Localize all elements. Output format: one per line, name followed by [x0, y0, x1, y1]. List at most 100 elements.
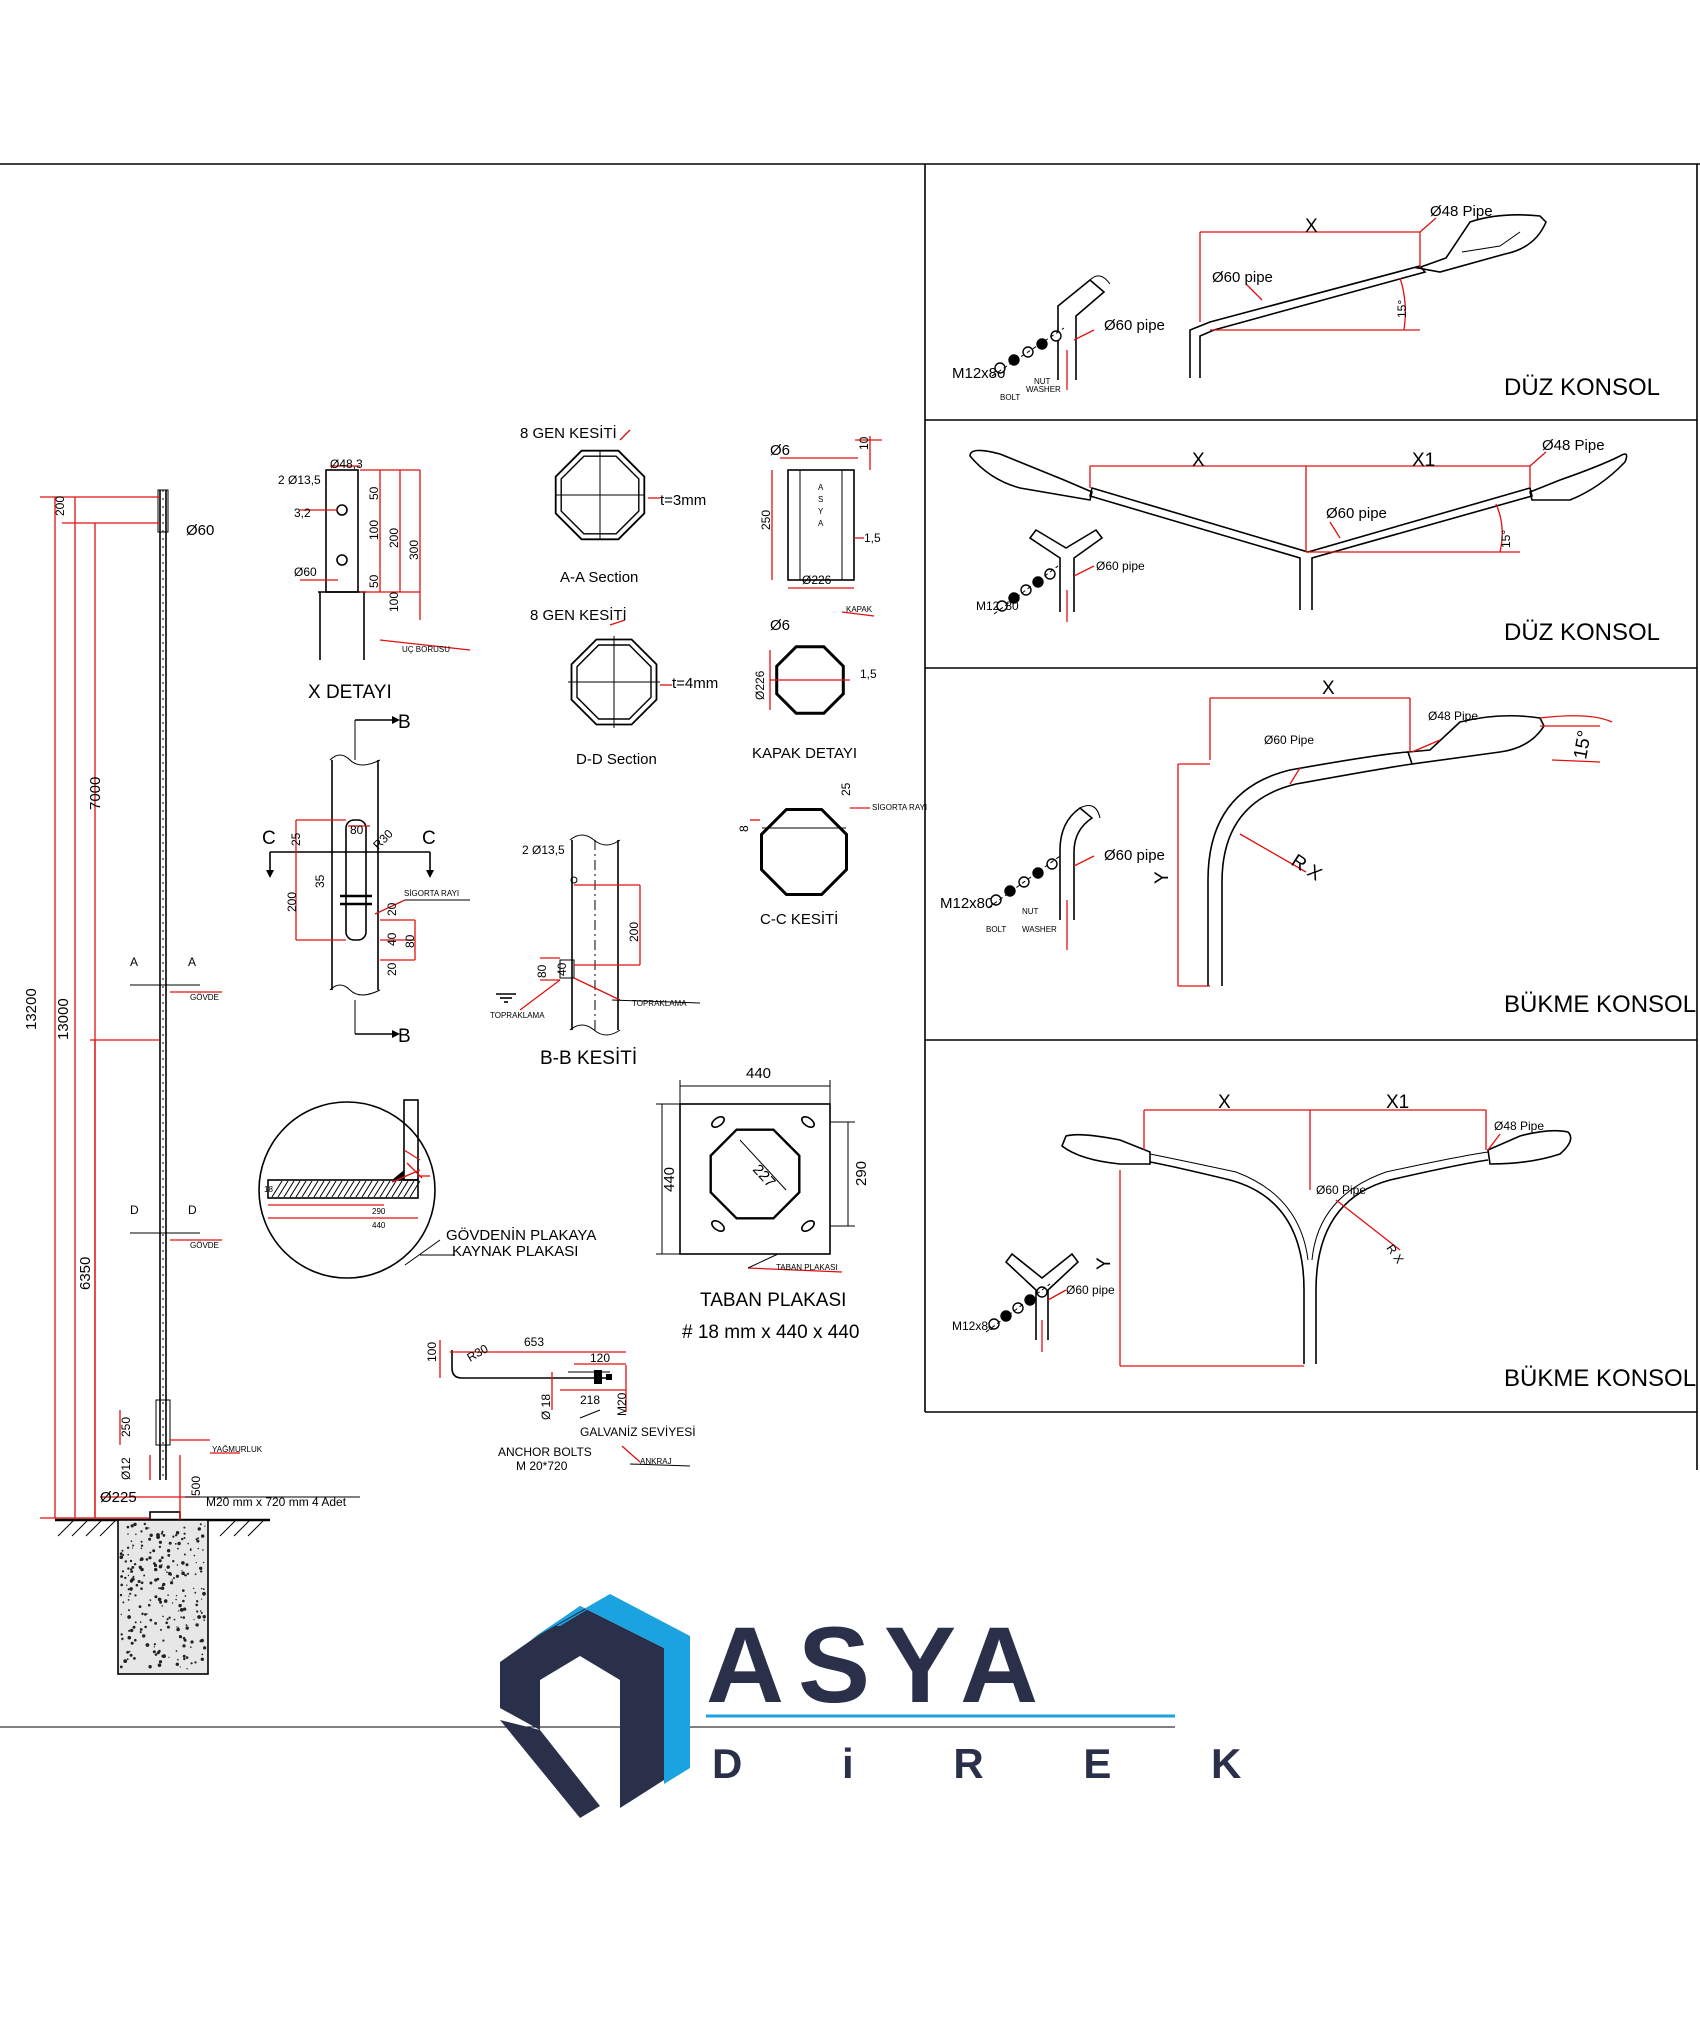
octagon-a-caption: A-A Section [560, 569, 638, 586]
dim-13000: 13000 [55, 998, 72, 1040]
weld-detail [258, 1099, 455, 1279]
p2-pipe-60: Ø60 pipe [1326, 505, 1387, 522]
dim-200: 200 [53, 496, 67, 516]
cap-dim-1-5: 1,5 [864, 531, 881, 545]
anchor-dim-120: 120 [590, 1351, 610, 1365]
cap-stamp-4: A [818, 519, 824, 528]
logo-subword: D i R E K [712, 1740, 1285, 1787]
door-dim-20b: 20 [385, 962, 399, 976]
base-width-440: 440 [746, 1065, 771, 1082]
pole-elevation [40, 489, 360, 1675]
p4-dim-x: X [1218, 1092, 1231, 1113]
p4-pipe-48: Ø48 Pipe [1494, 1119, 1544, 1133]
anchor-dim-100: 100 [425, 1342, 439, 1362]
x-detail-dia-48: Ø48,3 [330, 457, 363, 471]
p3-pipe-48: Ø48 Pipe [1428, 709, 1478, 723]
octagon-a-a-section [554, 429, 660, 541]
weld-dim-440: 440 [372, 1221, 386, 1230]
yagmurluk-tag: YAĞMURLUK [212, 1445, 263, 1454]
door-dim-200: 200 [285, 892, 299, 912]
p1-pipe-60: Ø60 pipe [1212, 269, 1273, 286]
door-dim-80-top: 80 [350, 823, 364, 837]
cap-plan-dim-1-5: 1,5 [860, 667, 877, 681]
bb-dim-200: 200 [627, 922, 641, 942]
cap-plan-dia-226: Ø226 [753, 670, 767, 700]
x-detail-dim-300: 300 [407, 540, 421, 560]
panel-bukme-konsol-double [1004, 1109, 1572, 1367]
x-detail-hole-dia: 2 Ø13,5 [278, 473, 321, 487]
anchor-dim-r30: R30 [465, 1341, 491, 1364]
cap-dim-10: 10 [857, 436, 871, 450]
x-detail-dia-60: Ø60 [294, 565, 317, 579]
p3-angle: 15° [1570, 729, 1596, 761]
p4-dim-y: Y [1094, 1257, 1115, 1270]
door-dim-25: 25 [289, 832, 303, 846]
cap-stamp-1: A [818, 483, 824, 492]
section-d-right: D [188, 1203, 197, 1217]
cc-sigorta-tag: SİGORTA RAYI [872, 803, 927, 812]
anchor-title-2: M 20*720 [516, 1459, 568, 1473]
cap-detail-title: KAPAK DETAYI [752, 745, 857, 762]
cap-plan-dia-6: Ø6 [770, 617, 790, 634]
door-dim-r30: R30 [370, 826, 396, 852]
panel-duz-konsol-single [1057, 214, 1547, 390]
octagon-d-thickness: t=4mm [672, 675, 718, 692]
p2-bolt-chain [993, 565, 1059, 615]
cap-stamp-2: S [818, 495, 823, 504]
p2-title: DÜZ KONSOL [1504, 619, 1660, 646]
p3-dim-y: Y [1152, 871, 1173, 884]
p4-title: BÜKME KONSOL [1504, 1365, 1696, 1392]
frame [0, 163, 1700, 1728]
base-spec: # 18 mm x 440 x 440 [682, 1322, 859, 1343]
p3-bolt-chain [987, 855, 1061, 909]
octagon-d-title: 8 GEN KESİTİ [530, 606, 627, 624]
panel-bukme-konsol-single [1059, 697, 1613, 987]
ground-hatch [57, 1519, 265, 1537]
section-a-right: A [188, 955, 196, 969]
dim-250: 250 [119, 1417, 133, 1437]
p2-dim-x: X [1192, 450, 1205, 471]
dim-13200: 13200 [23, 988, 40, 1030]
anchor-galv-level: GALVANİZ SEVİYESİ [580, 1425, 696, 1439]
door-detail [266, 716, 470, 1038]
p2-dim-x1: X1 [1412, 450, 1435, 471]
uc-borusu-tag: UÇ BORUSU [402, 645, 450, 654]
p4-pipe-60: Ø60 Pipe [1316, 1183, 1366, 1197]
p1-title: DÜZ KONSOL [1504, 374, 1660, 401]
p1-washer-tag: WASHER [1026, 385, 1061, 394]
cap-dia-226: Ø226 [802, 573, 832, 587]
logo-word: ASYA [706, 1604, 1052, 1725]
bb-section [496, 834, 701, 1036]
cap-elevation [771, 436, 882, 617]
asya-direk-logo [500, 1594, 1175, 1818]
section-a-left: A [130, 955, 138, 969]
pole-dia-top: Ø60 [186, 522, 214, 539]
cap-dia-6: Ø6 [770, 442, 790, 459]
base-dim-227: 227 [749, 1161, 779, 1191]
door-dim-20a: 20 [385, 902, 399, 916]
anchor-dim-m20: M20 [615, 1392, 629, 1416]
govde-tag-2: GÖVDE [190, 1241, 219, 1250]
base-plate [656, 1080, 855, 1273]
cc-dim-25: 25 [839, 782, 853, 796]
door-dim-80: 80 [403, 934, 417, 948]
p3-small-pipe: Ø60 pipe [1104, 847, 1165, 864]
x-detail-dim-200: 200 [387, 528, 401, 548]
anchor-dim-653: 653 [524, 1335, 544, 1349]
x-detail-title: X DETAYI [308, 682, 392, 703]
door-dim-40: 40 [385, 932, 399, 946]
p2-angle: 15° [1499, 530, 1513, 548]
p4-small-pipe: Ø60 pipe [1066, 1283, 1115, 1297]
p1-bolt: M12x80 [952, 365, 1005, 382]
dim-dia-12: Ø12 [119, 1457, 133, 1480]
cut-c-right: C [422, 828, 436, 849]
cut-c-left: C [262, 828, 276, 849]
octagon-a-title: 8 GEN KESİTİ [520, 424, 617, 442]
door-sigorta-tag: SİGORTA RAYI [404, 889, 459, 898]
bb-dim-40: 40 [555, 962, 569, 976]
anchor-bolt [439, 1340, 691, 1467]
p3-pipe-60: Ø60 Pipe [1264, 733, 1314, 747]
cap-plan [769, 645, 850, 715]
cc-section [750, 807, 870, 896]
